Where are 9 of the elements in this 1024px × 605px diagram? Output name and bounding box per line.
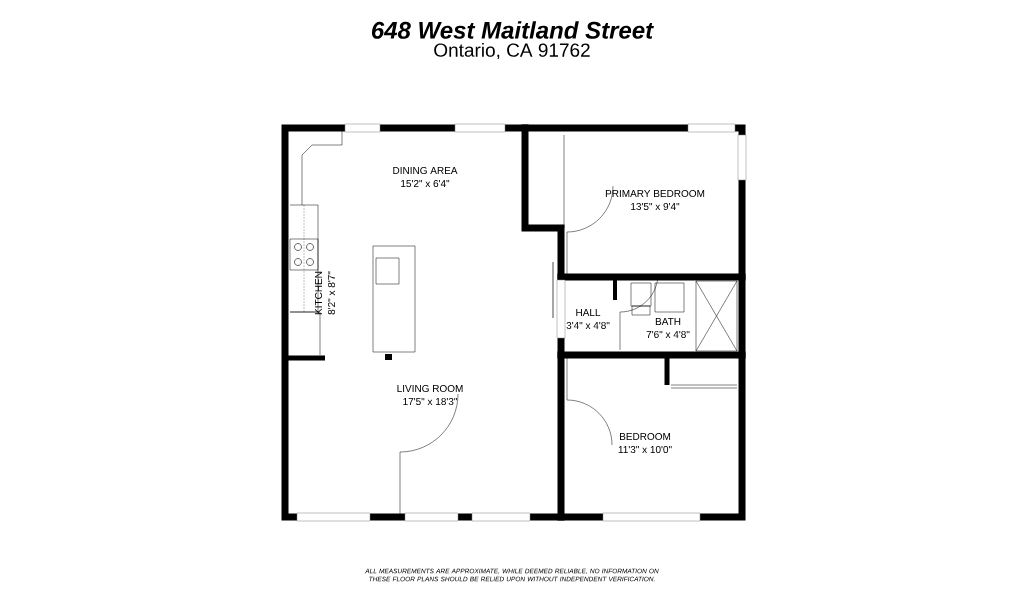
room-label: BEDROOM 11'3" x 10'0" xyxy=(618,432,672,454)
room-label: DINING AREA 15'2" x 6'4" xyxy=(393,166,458,188)
room-label: HALL 3'4" x 4'8" xyxy=(566,309,610,329)
title: 648 West Maitland Street xyxy=(371,21,654,39)
room-label: BATH 7'6" x 4'8" xyxy=(646,318,690,338)
address-line: Ontario, CA 91762 xyxy=(434,42,590,60)
room-label: PRIMARY BEDROOM 13'5" x 9'4" xyxy=(605,189,705,211)
room-label: KITCHEN 8'2" x 8'7" xyxy=(314,271,336,315)
room-label: LIVING ROOM 17'5" x 18'3" xyxy=(397,384,463,406)
